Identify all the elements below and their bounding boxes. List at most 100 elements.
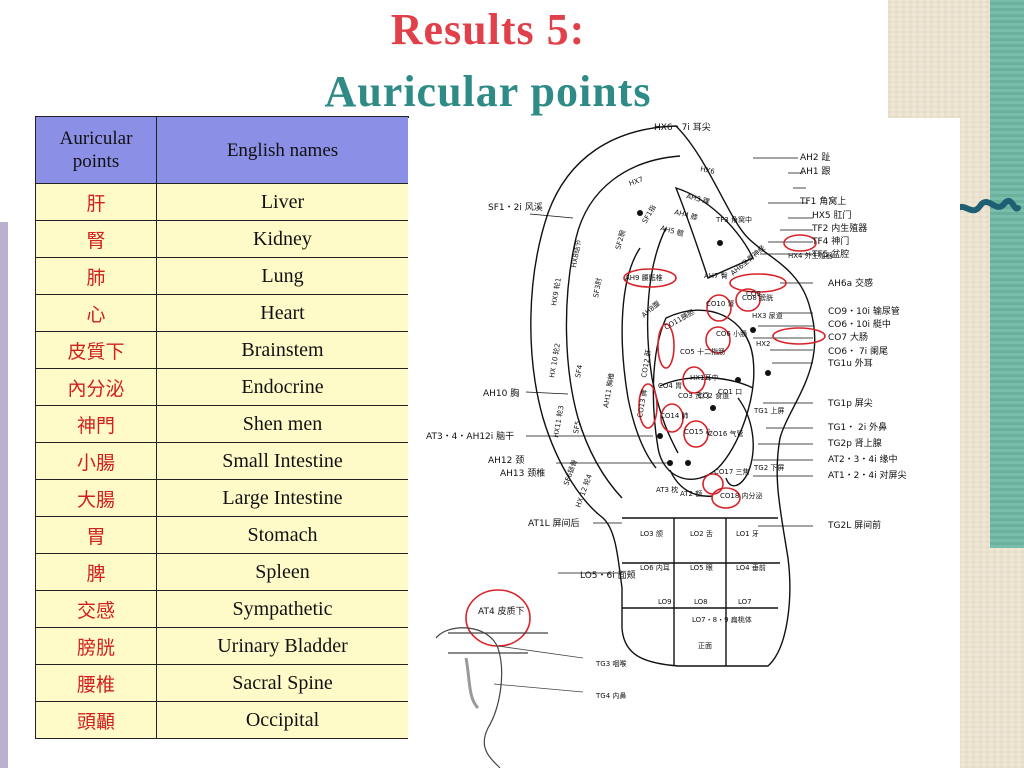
diagram-label-left: AT1L 屏间后 xyxy=(528,517,580,529)
diagram-label-inner: HX1耳中 xyxy=(690,373,719,382)
left-accent-bar xyxy=(0,222,8,768)
point-english-name: Heart xyxy=(156,294,409,332)
point-english-name: Stomach xyxy=(156,516,409,554)
point-chinese-name: 脾 xyxy=(35,553,157,591)
helix-outline xyxy=(530,125,816,667)
helix-inner-rim xyxy=(565,155,681,499)
diagram-label-right: CO6・10i 艇中 xyxy=(828,318,891,330)
diagram-label-inner: TF3 角窝中 xyxy=(715,215,752,224)
diagram-label-inner: AH4 膝 xyxy=(673,207,698,222)
diagram-label-inner: AH8腹 xyxy=(640,299,662,320)
point-chinese-name: 小腸 xyxy=(35,442,157,480)
point-chinese-name: 大腸 xyxy=(35,479,157,517)
diagram-label-inner: HX7 xyxy=(628,175,644,187)
lobe-grid xyxy=(622,517,780,666)
point-chinese-name: 肝 xyxy=(35,183,157,221)
point-dots xyxy=(637,210,771,466)
point-chinese-name: 肺 xyxy=(35,257,157,295)
diagram-label-inner: CO14 肺 xyxy=(660,412,689,420)
point-english-name: Spleen xyxy=(156,553,409,591)
diagram-label-inner: CO10 肾 xyxy=(706,299,735,308)
diagram-label-inner: HX6 xyxy=(700,165,716,176)
diagram-label-left: AH13 颈椎 xyxy=(500,467,545,479)
diagram-label-inner: HX8结节 xyxy=(569,239,583,269)
diagram-label-left: AT4 皮质下 xyxy=(478,605,525,617)
diagram-label-right: CO9・10i 输尿管 xyxy=(828,305,900,317)
point-english-name: Sympathetic xyxy=(156,590,409,628)
diagram-label-right: TG1p 屏尖 xyxy=(827,397,873,409)
decorative-scribble xyxy=(953,197,1021,214)
diagram-label-inner: CO2 食道 xyxy=(698,391,729,400)
antitragus-outline xyxy=(669,469,714,497)
antihelix-outline xyxy=(621,247,657,469)
diagram-label-inner: TG3 咽喉 xyxy=(595,659,626,668)
tragus-outline xyxy=(725,397,754,487)
header-english-names: English names xyxy=(156,116,409,184)
diagram-label-right: TF5 盆腔 xyxy=(811,248,849,260)
diagram-label-left: SF1・2i 风溪 xyxy=(488,201,543,213)
diagram-label-inner: HX 12 轮4 xyxy=(573,472,594,508)
diagram-label-left: AH12 颈 xyxy=(488,455,524,466)
diagram-label-right: HX6・7i 耳尖 xyxy=(654,121,711,133)
diagram-label-right: AH2 趾 xyxy=(800,151,831,163)
antihelix-inner xyxy=(646,227,679,454)
diagram-label-inner: HX 10 轮2 xyxy=(547,342,562,378)
diagram-label-inner: LO5 眼 xyxy=(690,564,713,572)
concha-outline xyxy=(652,309,755,480)
slide-subtitle: Auricular points xyxy=(324,67,652,116)
diagram-label-inner: AT3 枕 xyxy=(656,485,678,494)
diagram-label-right: TG2L 屏间前 xyxy=(827,519,881,531)
diagram-label-inner: CO6 小肠 xyxy=(716,329,747,338)
diagram-label-right: CO6・ 7i 阑尾 xyxy=(828,345,888,357)
point-english-name: Occipital xyxy=(156,701,409,739)
diagram-label-inner: CO8 膀胱 xyxy=(742,293,773,302)
point-english-name: Shen men xyxy=(156,405,409,443)
diagram-label-right: TG2p 肾上腺 xyxy=(827,437,882,449)
diagram-label-inner: LO7・8・9 扁桃体 xyxy=(692,615,752,624)
point-chinese-name: 膀胱 xyxy=(35,627,157,665)
diagram-label-inner: AH7 臀 xyxy=(704,272,728,280)
point-english-name: Lung xyxy=(156,257,409,295)
diagram-label-inner: SF3肘 xyxy=(591,277,603,298)
diagram-label-inner: LO7 xyxy=(738,598,752,606)
diagram-label-inner: CO9 xyxy=(746,290,761,298)
diagram-label-inner: AT2 额 xyxy=(680,489,702,498)
diagram-label-inner: CO15 心 xyxy=(684,428,713,436)
diagram-label-right: TG1u 外耳 xyxy=(827,357,873,369)
diagram-label-inner: SF4 xyxy=(574,364,584,379)
point-english-name: Large Intestine xyxy=(156,479,409,517)
diagram-label-inner: TG1 上屏 xyxy=(753,406,784,415)
point-chinese-name: 內分泌 xyxy=(35,368,157,406)
diagram-label-right: TF4 神门 xyxy=(811,235,849,247)
concha-divider xyxy=(659,376,754,389)
diagram-label-inner: CO16 气管 xyxy=(708,429,744,438)
point-english-name: Sacral Spine xyxy=(156,664,409,702)
diagram-label-inner: TG4 内鼻 xyxy=(595,691,626,700)
point-chinese-name: 腎 xyxy=(35,220,157,258)
point-chinese-name: 胃 xyxy=(35,516,157,554)
diagram-label-inner: CO1 口 xyxy=(718,388,742,396)
teal-accent-bar xyxy=(990,0,1024,548)
diagram-label-inner: HX4 外生殖器 xyxy=(788,251,833,260)
diagram-label-inner: HX2 xyxy=(756,340,771,348)
point-chinese-name: 心 xyxy=(35,294,157,332)
diagram-label-left: AH10 胸 xyxy=(483,387,519,399)
diagram-label-inner: AH3 踝 xyxy=(685,192,710,206)
diagram-label-inner: 正面 xyxy=(698,642,712,650)
slide-title: Results 5: xyxy=(390,5,586,54)
point-chinese-name: 頭顳 xyxy=(35,701,157,739)
diagram-label-right: AT2・3・4i 缘中 xyxy=(828,453,898,465)
